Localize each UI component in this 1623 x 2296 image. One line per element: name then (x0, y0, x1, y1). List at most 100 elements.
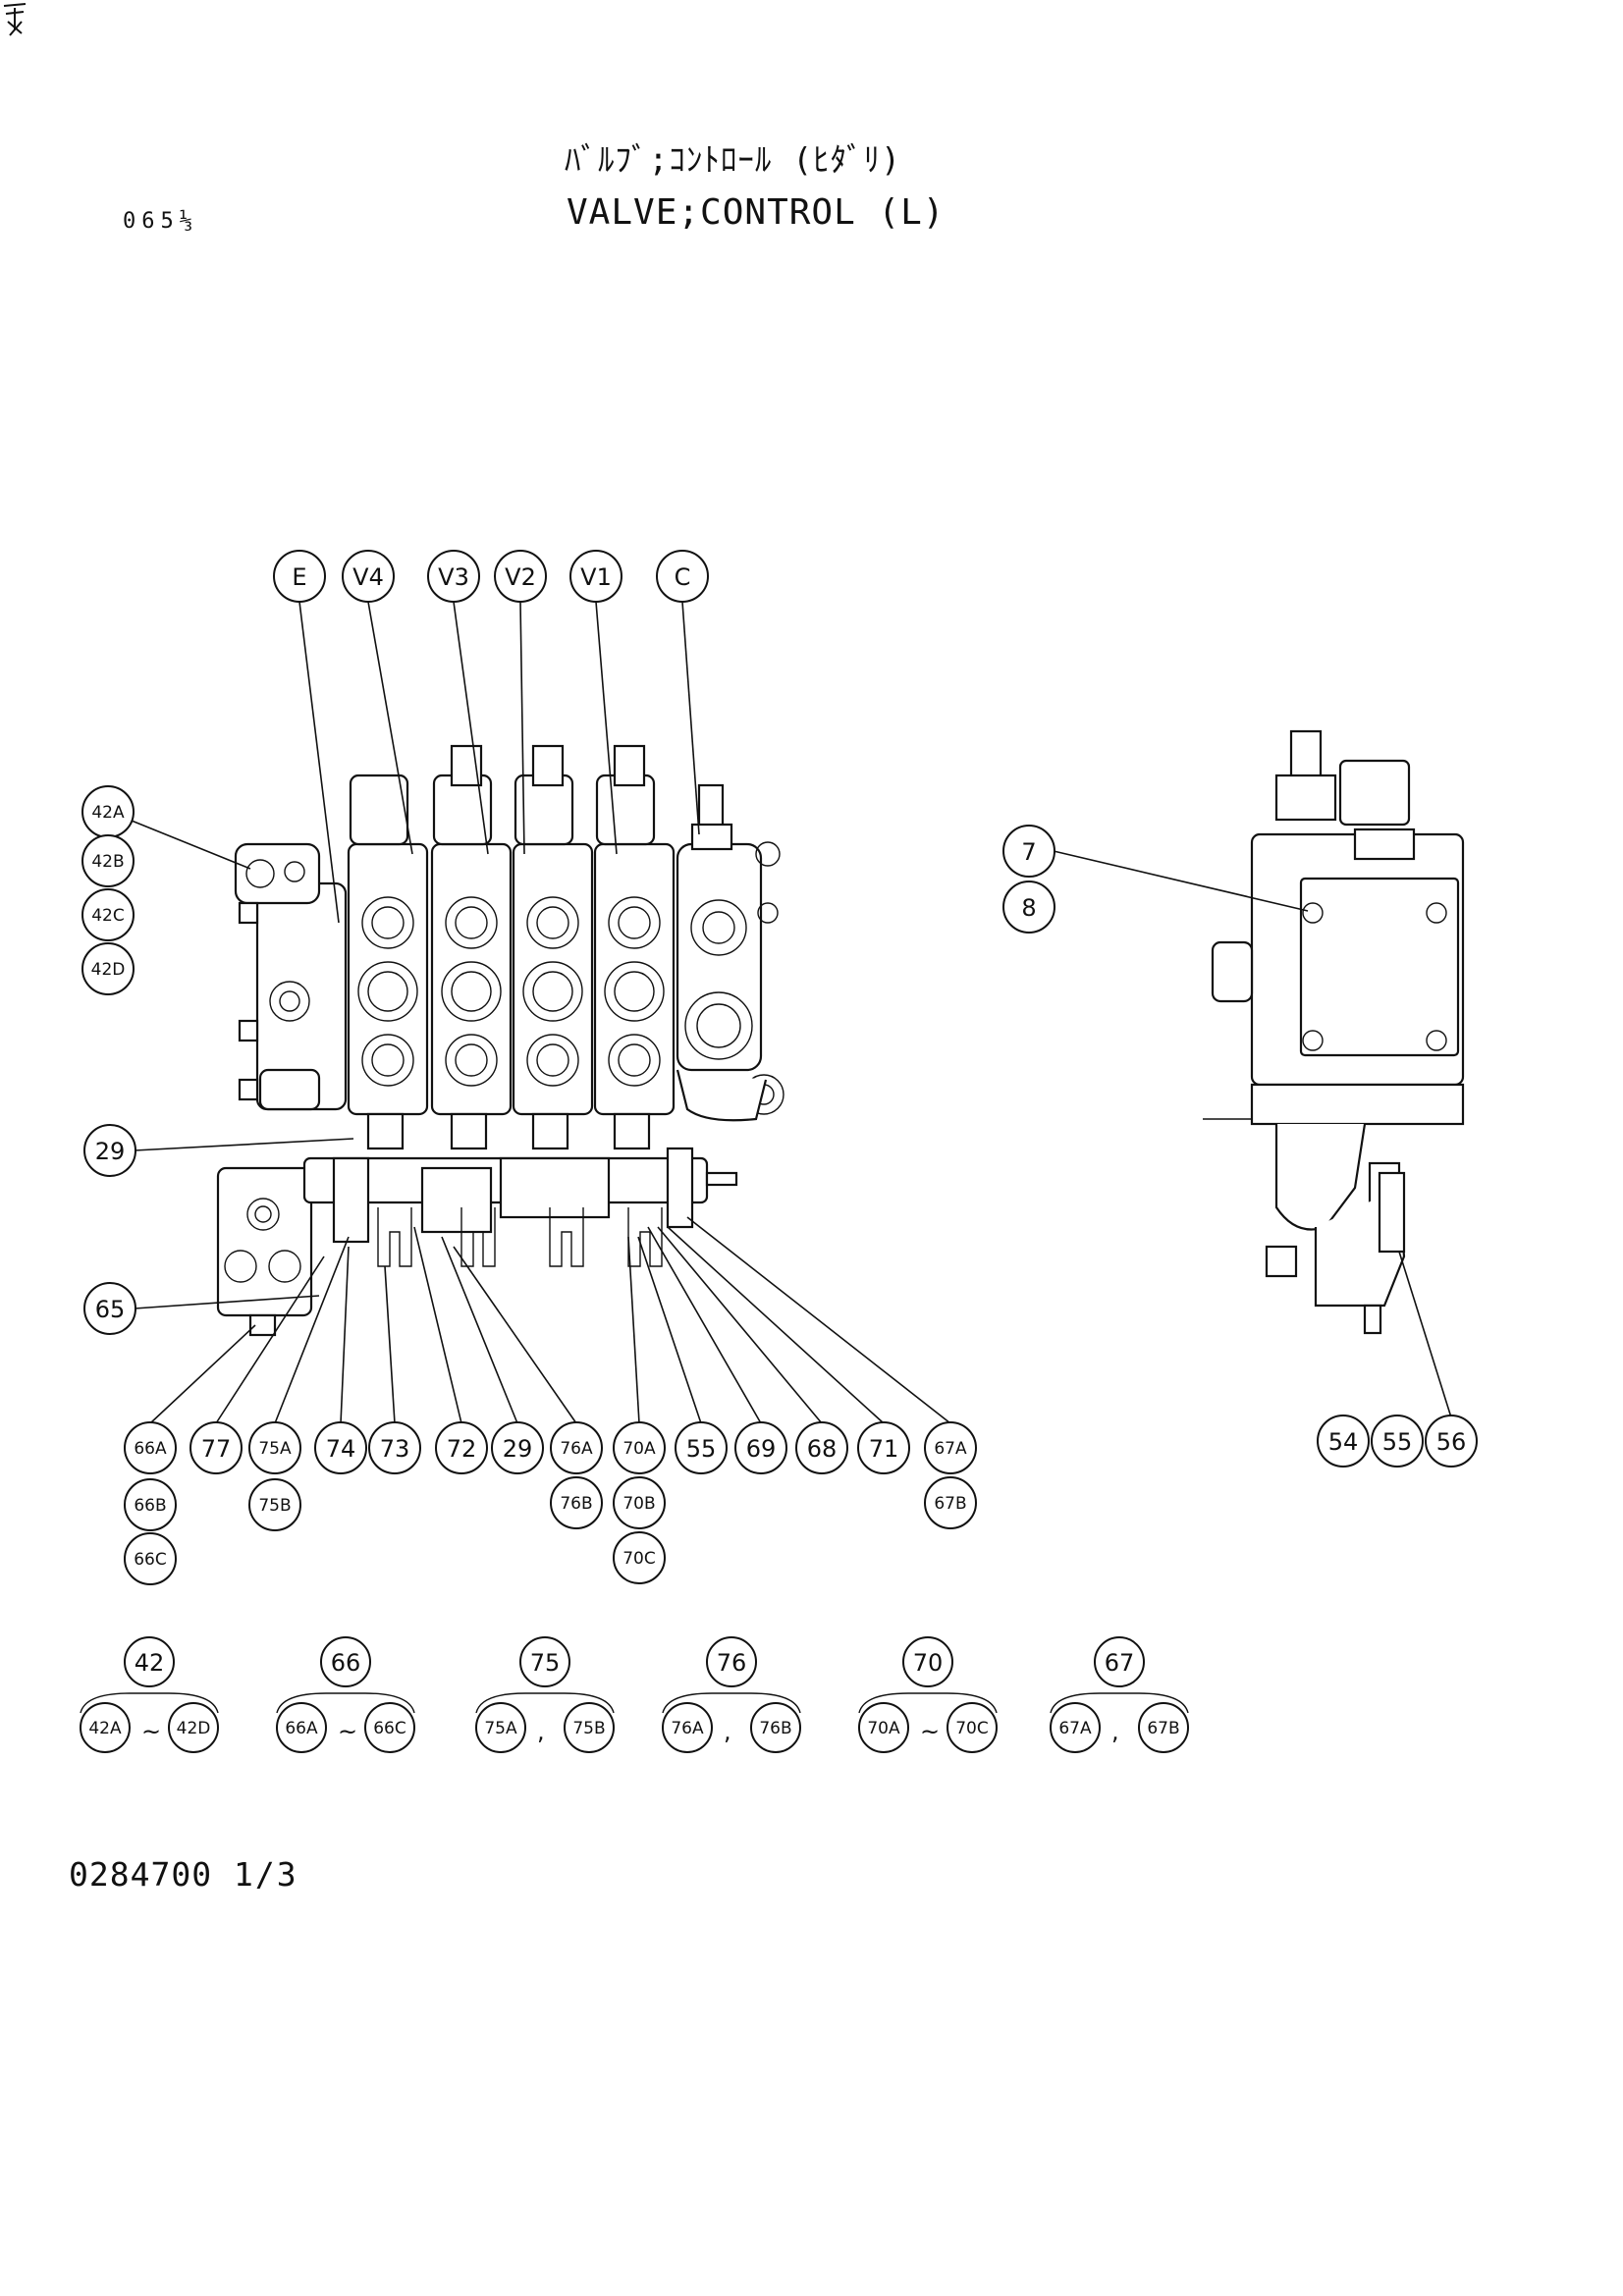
callout-75a: 75A (248, 1421, 301, 1474)
svg-text:67A: 67A (1058, 1719, 1092, 1738)
svg-text:66C: 66C (373, 1719, 406, 1738)
callout-label: V3 (438, 563, 469, 591)
callout-label: 56 (1436, 1428, 1467, 1456)
group-number: 67 (1094, 1636, 1145, 1687)
callout-label: 72 (447, 1435, 477, 1463)
page-code: 065⅓ (123, 209, 198, 234)
group-separator: ~ (920, 1718, 940, 1745)
callout-55: 55 (1371, 1415, 1424, 1468)
group-70: 70 70A ~70C (858, 1636, 998, 1753)
callout-v4: V4 (342, 550, 395, 603)
valve-front-view (216, 744, 784, 1337)
callout-label: 29 (95, 1138, 126, 1165)
svg-text:42A: 42A (88, 1719, 122, 1738)
valve-side-view (1203, 729, 1465, 1335)
callout-label: 66C (134, 1550, 167, 1570)
svg-text:67: 67 (1105, 1649, 1135, 1677)
group-66: 66 66A ~66C (276, 1636, 415, 1753)
svg-text:66A: 66A (285, 1719, 318, 1738)
callout-54: 54 (1317, 1415, 1370, 1468)
callout-label: 66A (134, 1439, 167, 1459)
callout-label: 68 (807, 1435, 838, 1463)
callout-7: 7 (1002, 825, 1055, 878)
callout-42a: 42A (81, 785, 135, 838)
callout-65: 65 (83, 1282, 136, 1335)
svg-text:76A: 76A (671, 1719, 704, 1738)
callout-42c: 42C (81, 888, 135, 941)
callout-71: 71 (857, 1421, 910, 1474)
corner-mark-icon (3, 3, 27, 36)
callout-label: 75B (258, 1496, 291, 1516)
callout-68: 68 (795, 1421, 848, 1474)
callout-72: 72 (435, 1421, 488, 1474)
callout-e: E (273, 550, 326, 603)
group-separator: , (537, 1718, 545, 1745)
callout-label: 76A (560, 1439, 593, 1459)
callout-66c: 66C (124, 1532, 177, 1585)
leader-lines (131, 601, 1452, 1424)
group-to: 66C (364, 1702, 415, 1753)
callout-label: E (292, 563, 306, 591)
group-to: 75B (564, 1702, 615, 1753)
svg-text:70A: 70A (867, 1719, 900, 1738)
callout-76b: 76B (550, 1476, 603, 1529)
callout-label: 70A (622, 1439, 656, 1459)
callout-55: 55 (675, 1421, 728, 1474)
callout-8: 8 (1002, 881, 1055, 934)
callout-70c: 70C (613, 1531, 666, 1584)
callout-29: 29 (491, 1421, 544, 1474)
callout-label: V2 (505, 563, 536, 591)
callout-label: 55 (686, 1435, 717, 1463)
callout-label: 42D (91, 960, 126, 980)
svg-text:67B: 67B (1147, 1719, 1179, 1738)
svg-text:75B: 75B (572, 1719, 605, 1738)
group-from: 70A (858, 1702, 909, 1753)
title-japanese: ﾊﾞﾙﾌﾞ;ｺﾝﾄﾛｰﾙ (ﾋﾀﾞﾘ) (565, 140, 901, 179)
callout-label: 74 (326, 1435, 356, 1463)
group-from: 67A (1050, 1702, 1101, 1753)
callout-70b: 70B (613, 1476, 666, 1529)
callout-label: 77 (201, 1435, 232, 1463)
group-to: 76B (750, 1702, 801, 1753)
callout-label: 42A (91, 803, 125, 823)
spool-fork (549, 1207, 584, 1267)
svg-text:75: 75 (530, 1649, 561, 1677)
group-separator: , (724, 1718, 731, 1745)
group-separator: ~ (338, 1718, 357, 1745)
callout-v1: V1 (569, 550, 622, 603)
callout-v3: V3 (427, 550, 480, 603)
callout-42b: 42B (81, 834, 135, 887)
svg-text:66: 66 (331, 1649, 361, 1677)
callout-label: 65 (95, 1296, 126, 1323)
callout-label: 42C (91, 906, 125, 926)
callout-69: 69 (734, 1421, 787, 1474)
callout-label: V1 (580, 563, 612, 591)
callout-label: 70C (622, 1549, 656, 1569)
callout-label: 54 (1328, 1428, 1359, 1456)
group-from: 76A (662, 1702, 713, 1753)
group-number: 66 (320, 1636, 371, 1687)
valve-section-body (512, 744, 594, 1150)
callout-67a: 67A (924, 1421, 977, 1474)
callout-29: 29 (83, 1124, 136, 1177)
callout-label: 7 (1021, 838, 1036, 866)
callout-66b: 66B (124, 1478, 177, 1531)
callout-v2: V2 (494, 550, 547, 603)
valve-section-body (347, 774, 429, 1150)
callout-label: 75A (258, 1439, 292, 1459)
callout-label: 42B (91, 852, 124, 872)
svg-text:70: 70 (913, 1649, 944, 1677)
svg-text:70C: 70C (955, 1719, 989, 1738)
callout-77: 77 (189, 1421, 243, 1474)
group-separator: ~ (141, 1718, 161, 1745)
spool-fork (460, 1207, 496, 1267)
group-number: 75 (519, 1636, 570, 1687)
group-from: 66A (276, 1702, 327, 1753)
callout-74: 74 (314, 1421, 367, 1474)
title-english: VALVE;CONTROL (L) (567, 192, 946, 233)
